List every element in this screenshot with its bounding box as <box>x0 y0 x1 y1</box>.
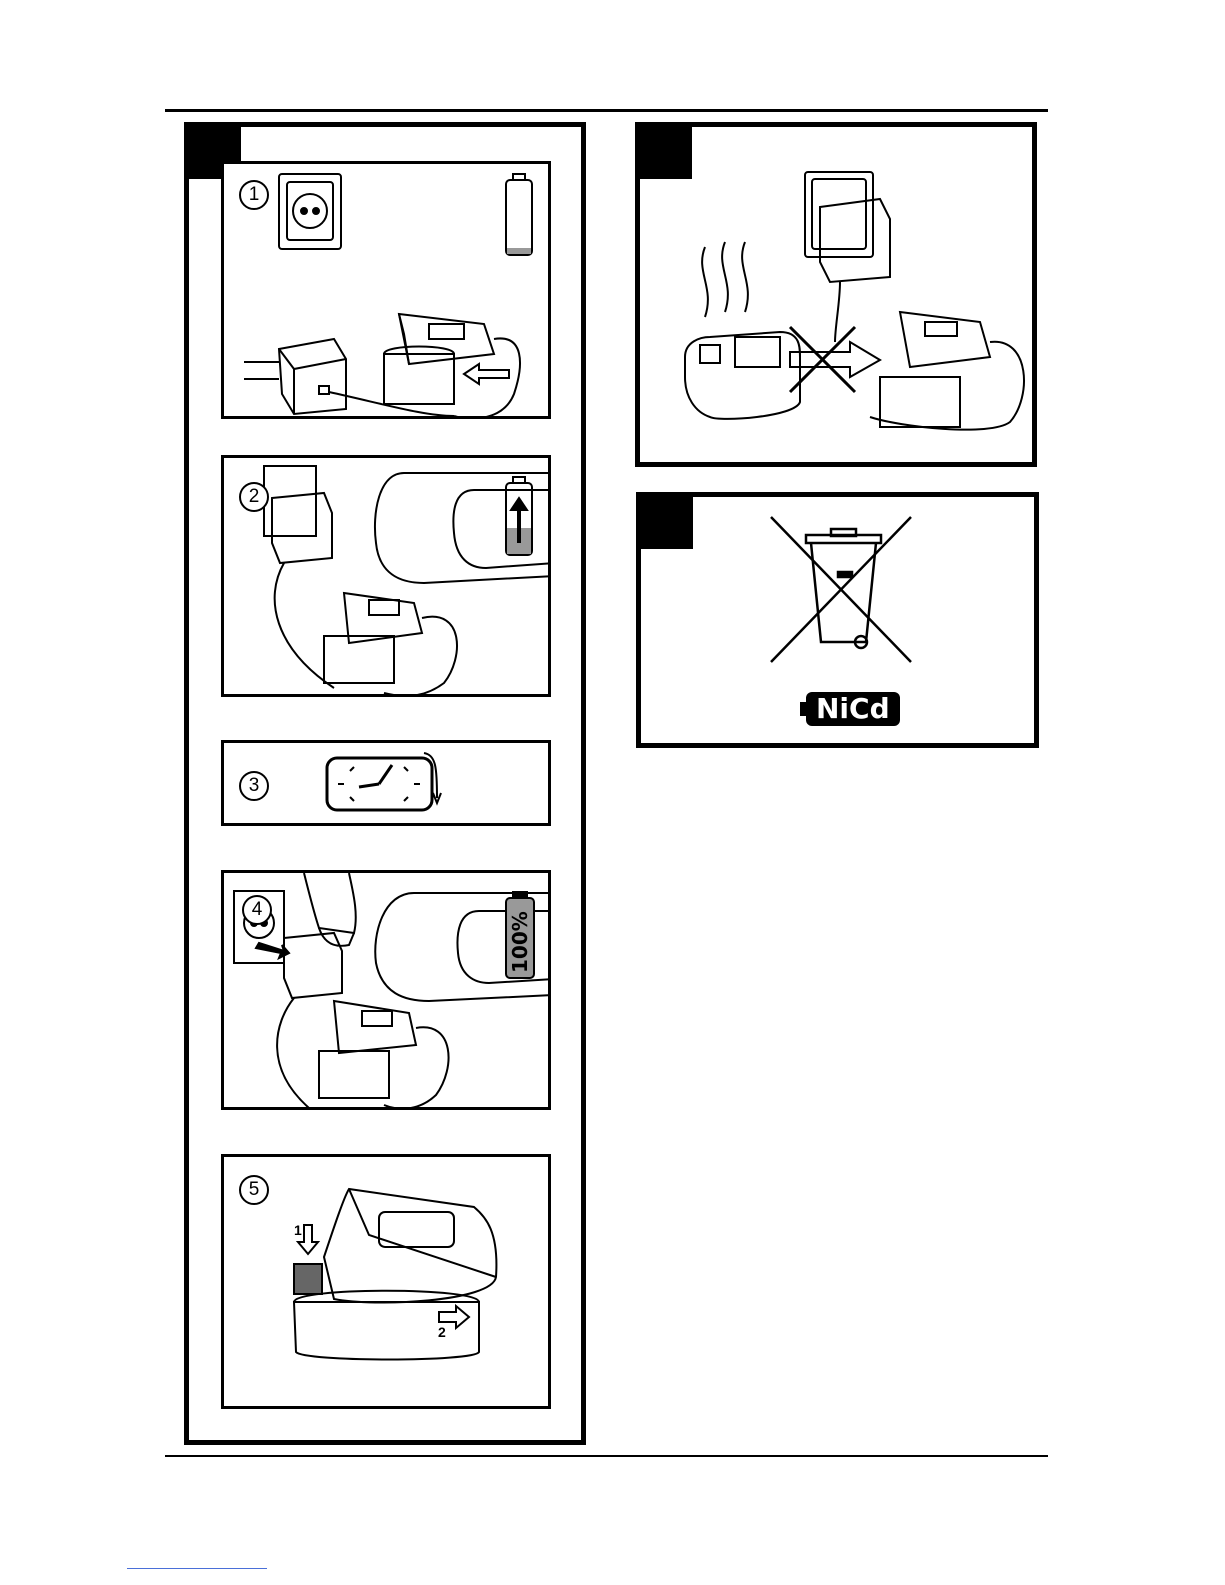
step-5-panel: 5 1 2 <box>221 1154 551 1409</box>
bottom-rule <box>165 1455 1048 1457</box>
step-4-illustration: 100% <box>224 873 551 1110</box>
step-4-panel: 4 100% <box>221 870 551 1110</box>
svg-text:100%: 100% <box>508 911 532 973</box>
slide-arrow-label: 2 <box>438 1324 446 1340</box>
step-1-panel: 1 <box>221 161 551 419</box>
battery-on-charger-icon <box>384 314 520 419</box>
step-2-illustration <box>224 458 551 697</box>
battery-type-label: NiCd <box>806 692 900 726</box>
wall-socket-icon <box>279 174 341 249</box>
step-5-illustration: 1 2 <box>224 1157 551 1409</box>
release-arrow-label: 1 <box>294 1222 302 1238</box>
charger-in-socket <box>272 493 332 563</box>
charger-base <box>294 1302 479 1360</box>
battery-full-icon: 100% <box>506 892 534 978</box>
battery-pack <box>324 1189 496 1303</box>
top-rule <box>165 109 1048 112</box>
link-underline <box>127 1568 267 1569</box>
heat-warning-panel <box>635 122 1037 467</box>
step-1-illustration <box>224 164 551 419</box>
heat-warning-illustration <box>640 127 1042 472</box>
insert-arrow-icon <box>464 364 509 384</box>
battery-charging-icon <box>506 477 532 555</box>
charging-steps-panel: 1 <box>184 122 586 1445</box>
step-number: 2 <box>239 482 269 512</box>
step-2-panel: 2 <box>221 455 551 697</box>
step-number: 5 <box>239 1175 269 1205</box>
step-number: 1 <box>239 180 269 210</box>
clock-icon <box>224 743 551 826</box>
step-number: 4 <box>242 895 272 925</box>
disposal-panel: NiCd <box>636 492 1039 748</box>
hand-icon <box>304 873 356 933</box>
heat-waves-icon <box>702 242 748 317</box>
battery-empty-icon <box>506 174 532 255</box>
step-3-panel: 3 <box>221 740 551 826</box>
step-number: 3 <box>239 771 269 801</box>
